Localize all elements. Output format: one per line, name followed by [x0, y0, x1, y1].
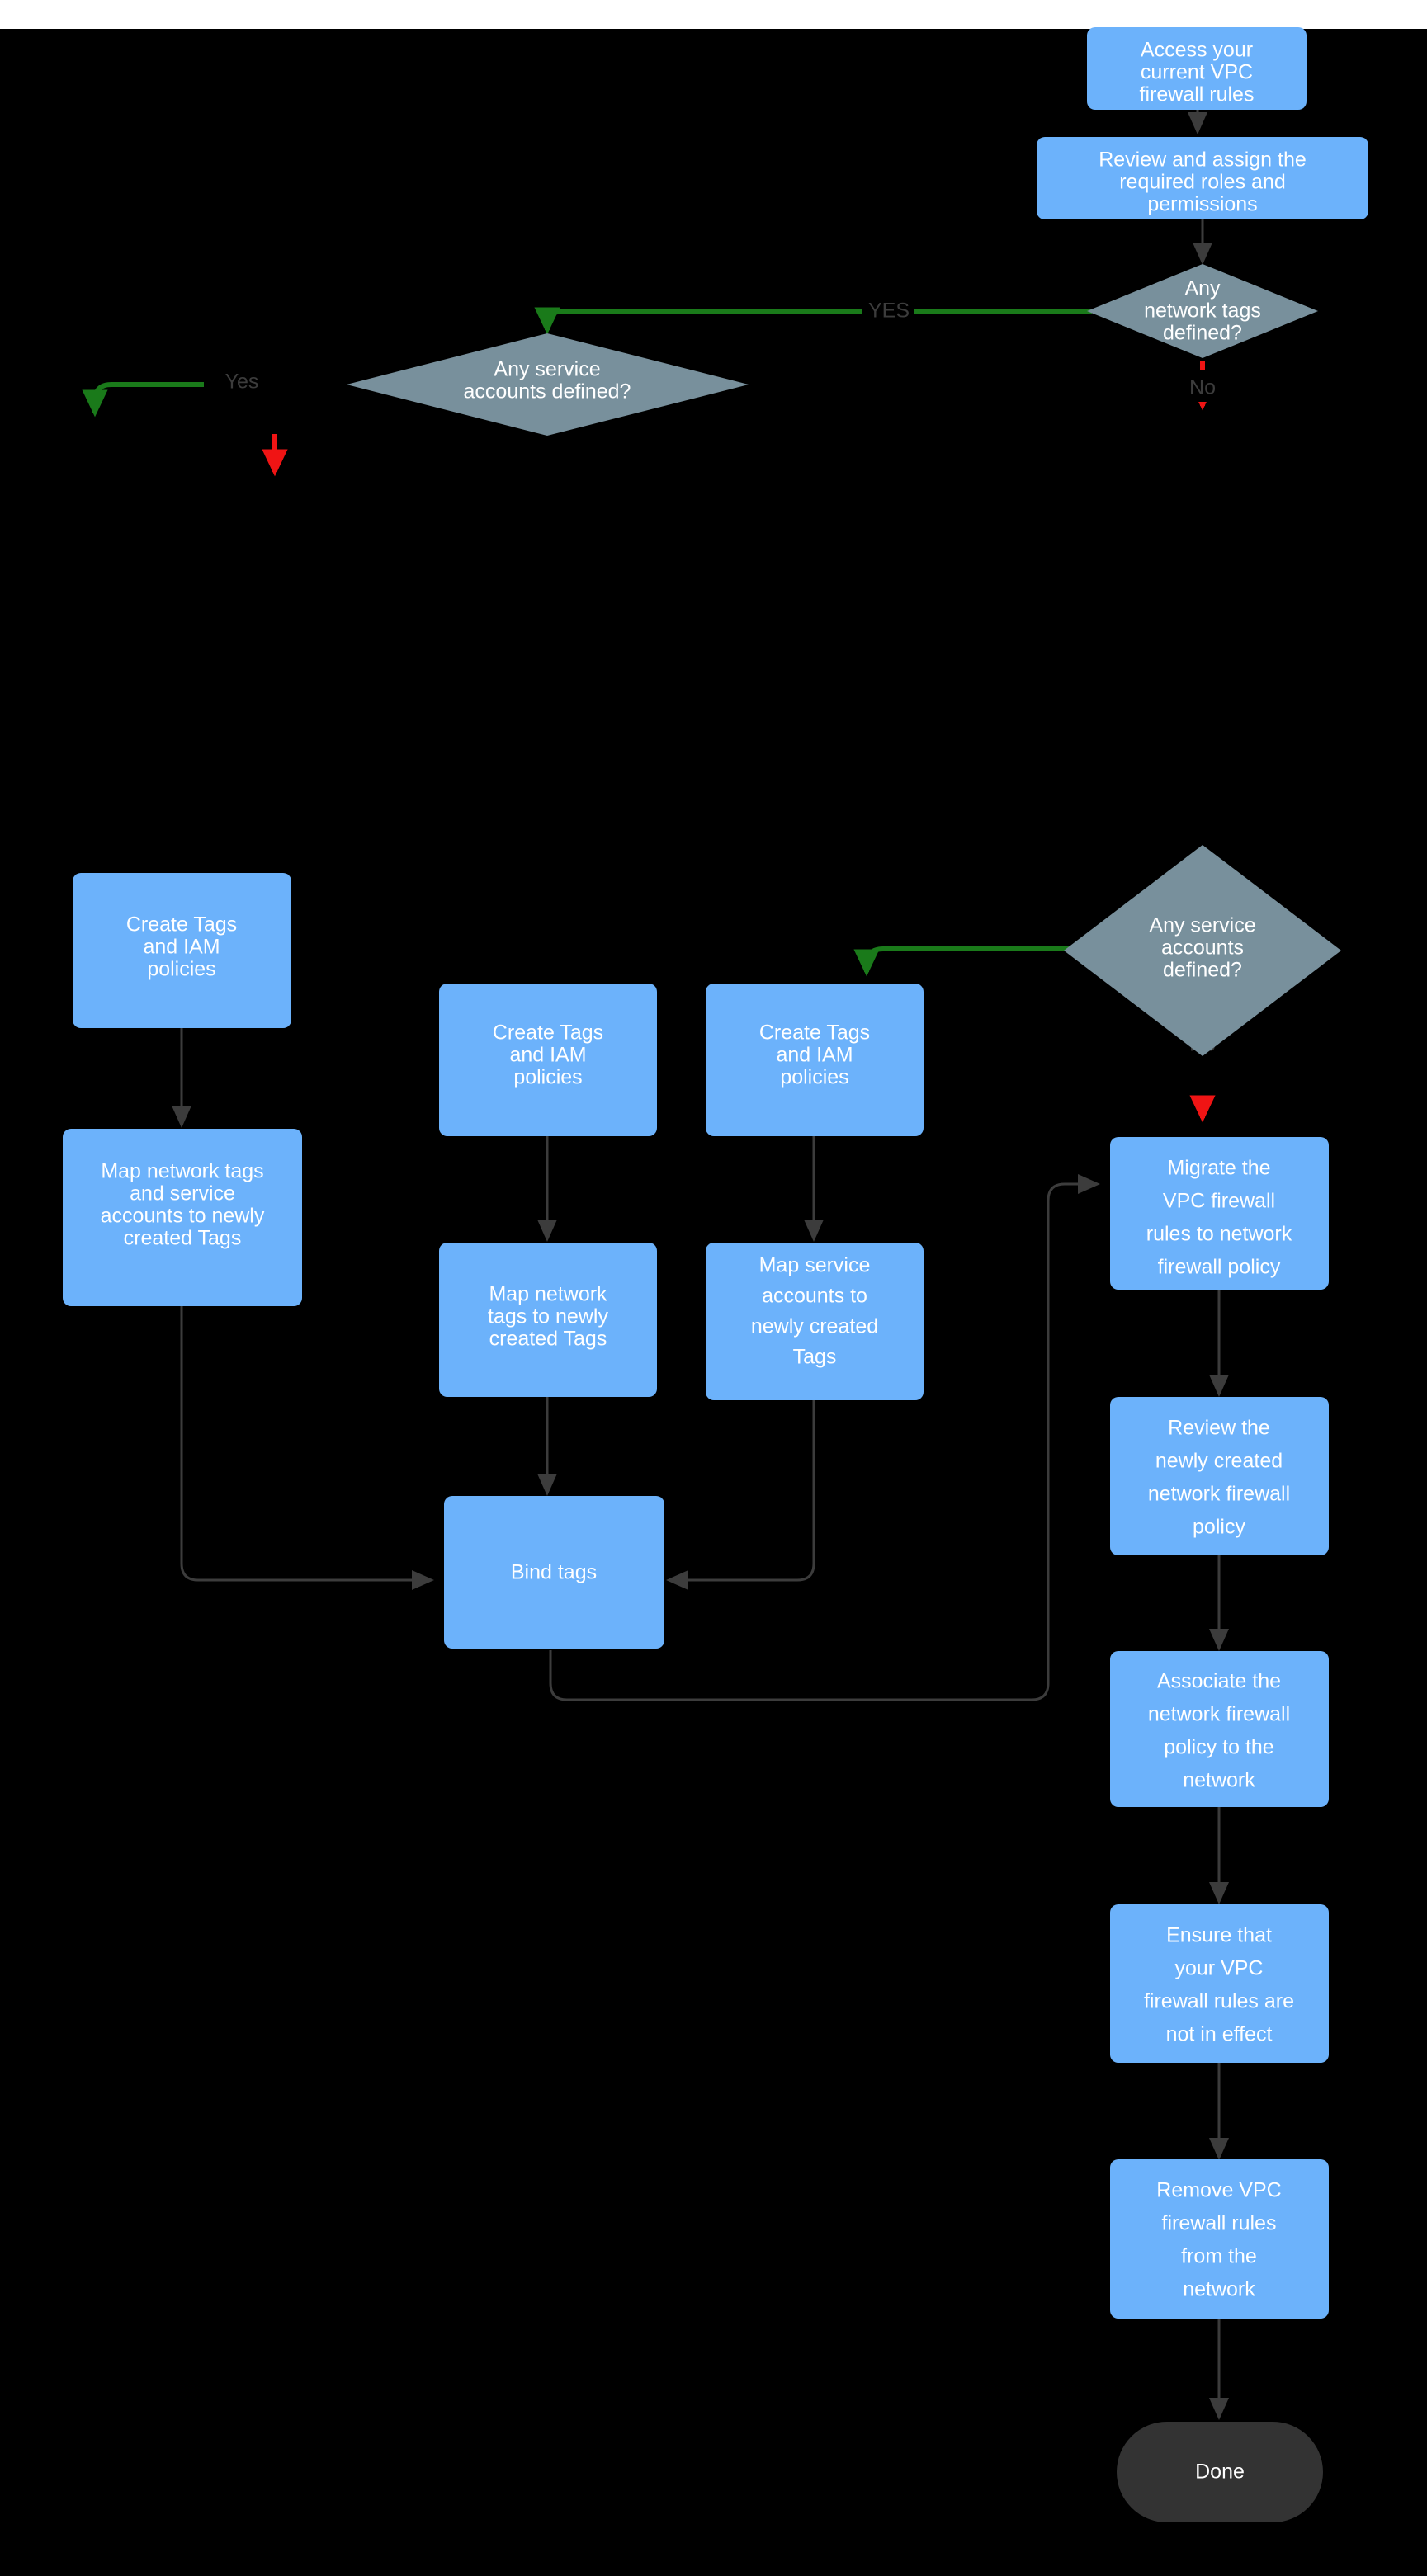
edge-label-network-tags-no: No	[1189, 376, 1216, 399]
node-text-line: defined?	[1163, 322, 1242, 345]
node-text-line: network firewall	[1148, 1483, 1290, 1506]
node-text-line: Bind tags	[511, 1561, 597, 1584]
node-text-line: firewall rules	[1140, 83, 1255, 106]
node-text-line: accounts defined?	[464, 380, 631, 403]
node-text-line: accounts	[1161, 937, 1244, 960]
node-text-line: newly created	[1155, 1450, 1283, 1473]
node-text-line: and IAM	[143, 936, 220, 959]
edge-network-tags-yes	[534, 307, 1092, 335]
edge-service-accounts-left-yes	[82, 382, 204, 418]
node-text-line: and service	[130, 1182, 235, 1205]
node-text-line: Ensure that	[1166, 1924, 1272, 1947]
node-text-line: Review and assign the	[1099, 149, 1307, 172]
node-migrate-vpc-rules-to-policy[interactable]: Migrate the VPC firewall rules to networ…	[1110, 1137, 1329, 1290]
node-review-new-network-firewall-policy[interactable]: Review the newly created network firewal…	[1110, 1397, 1329, 1555]
node-access-vpc-firewall-rules[interactable]: Access your current VPC firewall rules	[1087, 27, 1307, 110]
node-text-line: policies	[780, 1066, 848, 1089]
node-text-line: and IAM	[776, 1044, 853, 1067]
node-text-line: created Tags	[124, 1227, 242, 1250]
node-map-service-accounts-to-newly-created[interactable]: Map service accounts to newly created Ta…	[706, 1243, 924, 1400]
node-text-line: and IAM	[509, 1044, 586, 1067]
node-associate-policy-to-network[interactable]: Associate the network firewall policy to…	[1110, 1651, 1329, 1807]
node-text-line: policy	[1193, 1516, 1245, 1539]
decision-any-service-accounts-defined-right[interactable]: Any service accounts defined?	[1064, 845, 1341, 1056]
node-text-line: permissions	[1147, 193, 1257, 216]
node-text-line: VPC firewall	[1163, 1190, 1275, 1213]
node-text-line: not in effect	[1166, 2023, 1273, 2046]
node-text-line: newly created	[751, 1315, 878, 1338]
edge-label-network-tags-yes: YES	[868, 300, 910, 323]
node-text-line: Access your	[1141, 39, 1253, 62]
node-text-line: current VPC	[1141, 61, 1253, 84]
node-done-terminator[interactable]: Done	[1117, 2422, 1323, 2522]
node-text-line: from the	[1181, 2245, 1257, 2268]
node-text-line: accounts to newly	[101, 1205, 265, 1228]
node-text-line: policies	[147, 958, 215, 981]
edge-label-service-accounts-left-yes: Yes	[225, 370, 259, 394]
node-text-line: firewall policy	[1158, 1256, 1281, 1279]
node-text-line: tags to newly	[488, 1305, 608, 1328]
node-bind-tags[interactable]: Bind tags	[444, 1496, 664, 1649]
decision-any-network-tags-defined[interactable]: Any network tags defined?	[1087, 264, 1318, 358]
node-text-line: required roles and	[1119, 171, 1286, 194]
node-text-line: network	[1183, 2278, 1255, 2301]
node-text-line: Map network tags	[101, 1160, 263, 1183]
node-text-line: accounts to	[762, 1285, 867, 1308]
node-text-line: Done	[1195, 2460, 1245, 2484]
node-create-tags-iam-policies-middle[interactable]: Create Tags and IAM policies	[439, 984, 657, 1136]
edge-map-service-to-bind-tags	[666, 1400, 815, 1590]
node-text-line: policy to the	[1164, 1736, 1273, 1759]
edge-map-left-to-bind-tags	[180, 1306, 434, 1590]
node-text-line: Review the	[1168, 1417, 1270, 1440]
node-create-tags-iam-policies-right[interactable]: Create Tags and IAM policies	[706, 984, 924, 1136]
node-text-line: network	[1183, 1769, 1255, 1792]
node-map-network-tags-and-service-accounts[interactable]: Map network tags and service accounts to…	[63, 1129, 302, 1306]
node-text-line: defined?	[1163, 959, 1242, 982]
node-text-line: network firewall	[1148, 1703, 1290, 1726]
node-text-line: created Tags	[489, 1328, 607, 1351]
node-text-line: Any service	[1149, 914, 1255, 937]
node-create-tags-iam-policies-left[interactable]: Create Tags and IAM policies	[73, 873, 291, 1028]
node-map-network-tags-to-newly-created[interactable]: Map network tags to newly created Tags	[439, 1243, 657, 1397]
node-text-line: firewall rules are	[1144, 1990, 1294, 2013]
node-ensure-vpc-rules-not-in-effect[interactable]: Ensure that your VPC firewall rules are …	[1110, 1904, 1329, 2063]
node-text-line: firewall rules	[1162, 2212, 1277, 2235]
node-remove-vpc-rules-from-network[interactable]: Remove VPC firewall rules from the netwo…	[1110, 2159, 1329, 2319]
node-text-line: rules to network	[1146, 1223, 1292, 1246]
node-text-line: Any service	[494, 358, 600, 381]
node-text-line: Create Tags	[759, 1021, 870, 1045]
edge-service-accounts-right-yes	[853, 946, 1089, 977]
node-text-line: Tags	[793, 1346, 837, 1369]
node-text-line: Migrate the	[1167, 1157, 1270, 1180]
node-text-line: Map service	[759, 1254, 871, 1277]
node-text-line: Associate the	[1157, 1670, 1281, 1693]
node-text-line: Map network	[489, 1283, 607, 1306]
node-text-line: your VPC	[1175, 1957, 1264, 1980]
decision-any-service-accounts-defined-left[interactable]: Any service accounts defined?	[347, 333, 749, 436]
node-text-line: policies	[513, 1066, 582, 1089]
node-text-line: Create Tags	[493, 1021, 603, 1045]
node-review-assign-roles[interactable]: Review and assign the required roles and…	[1037, 137, 1368, 219]
edge-bind-tags-to-migrate	[549, 1174, 1100, 1701]
node-text-line: network tags	[1144, 300, 1261, 323]
node-text-line: Any	[1184, 277, 1221, 300]
node-text-line: Remove VPC	[1156, 2179, 1281, 2202]
node-text-line: Create Tags	[126, 913, 237, 937]
